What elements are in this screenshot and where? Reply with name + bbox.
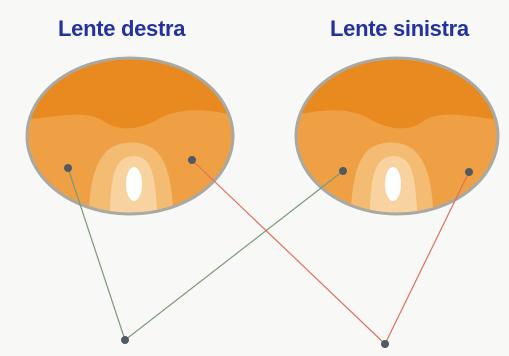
green-line-left (67, 167, 126, 341)
left-lens (25, 56, 235, 216)
left-lens-center (126, 167, 142, 201)
right-lens-title: Lente sinistra (330, 16, 469, 41)
right-lens-point-outer (465, 168, 473, 176)
red-line-right (384, 171, 470, 345)
green-junction-point (121, 336, 129, 344)
green-line-right (124, 170, 344, 341)
red-line-left (191, 159, 386, 345)
red-junction-point (381, 340, 389, 348)
right-lens-center (385, 167, 401, 201)
left-lens-title: Lente destra (58, 16, 186, 41)
right-lens (294, 56, 500, 216)
left-lens-point-outer (64, 164, 72, 172)
left-lens-point-inner (188, 156, 196, 164)
right-lens-point-inner (339, 167, 347, 175)
